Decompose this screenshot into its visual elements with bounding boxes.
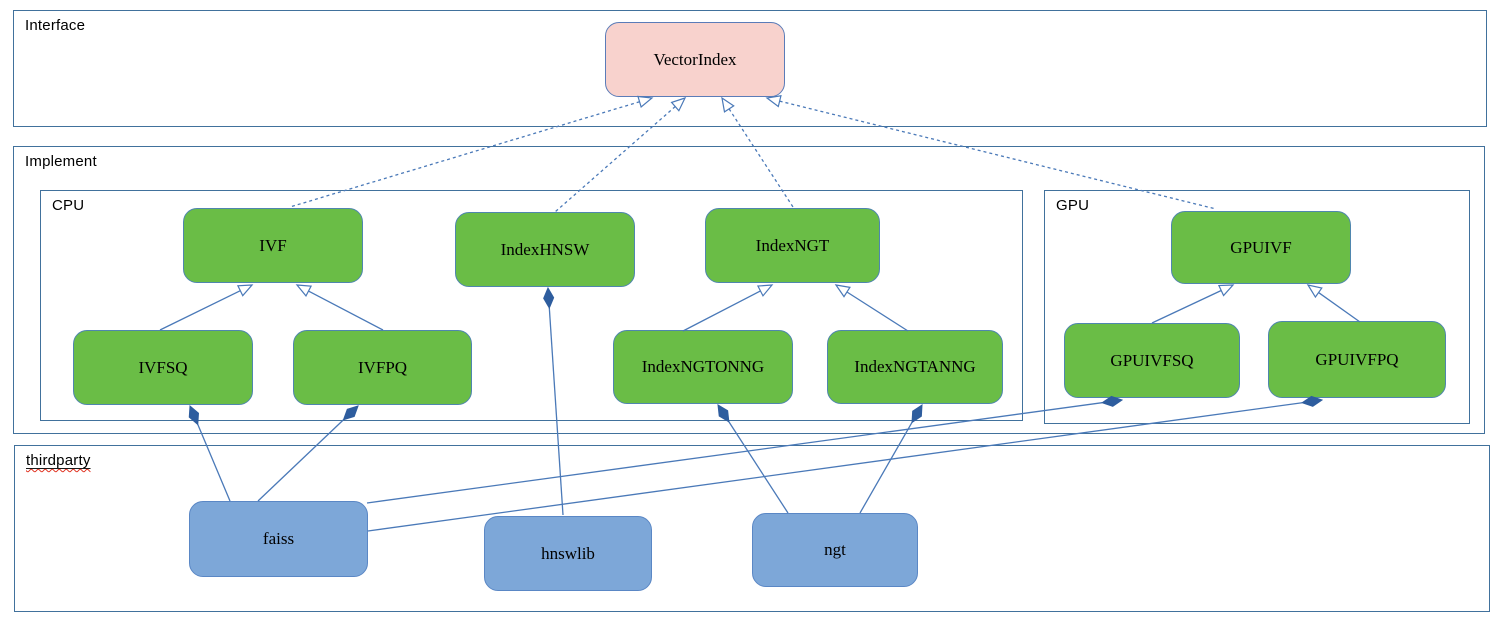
- node-indexngt: IndexNGT: [705, 208, 880, 283]
- node-gpuivfsq: GPUIVFSQ: [1064, 323, 1240, 398]
- node-ngt: ngt: [752, 513, 918, 587]
- gpu-container-label: GPU: [1056, 197, 1090, 214]
- node-gpuivf: GPUIVF: [1171, 211, 1351, 284]
- thirdparty-container-label: thirdparty: [26, 452, 91, 469]
- node-indexngtanng: IndexNGTANNG: [827, 330, 1003, 404]
- node-gpuivfpq: GPUIVFPQ: [1268, 321, 1446, 398]
- node-indexngtonng: IndexNGTONNG: [613, 330, 793, 404]
- node-hnswlib: hnswlib: [484, 516, 652, 591]
- node-ivfpq: IVFPQ: [293, 330, 472, 405]
- node-indexhnsw: IndexHNSW: [455, 212, 635, 287]
- node-faiss: faiss: [189, 501, 368, 577]
- interface-container-label: Interface: [25, 17, 86, 34]
- node-vectorindex: VectorIndex: [605, 22, 785, 97]
- node-ivf: IVF: [183, 208, 363, 283]
- implement-container-label: Implement: [25, 153, 97, 170]
- node-ivfsq: IVFSQ: [73, 330, 253, 405]
- cpu-container-label: CPU: [52, 197, 85, 214]
